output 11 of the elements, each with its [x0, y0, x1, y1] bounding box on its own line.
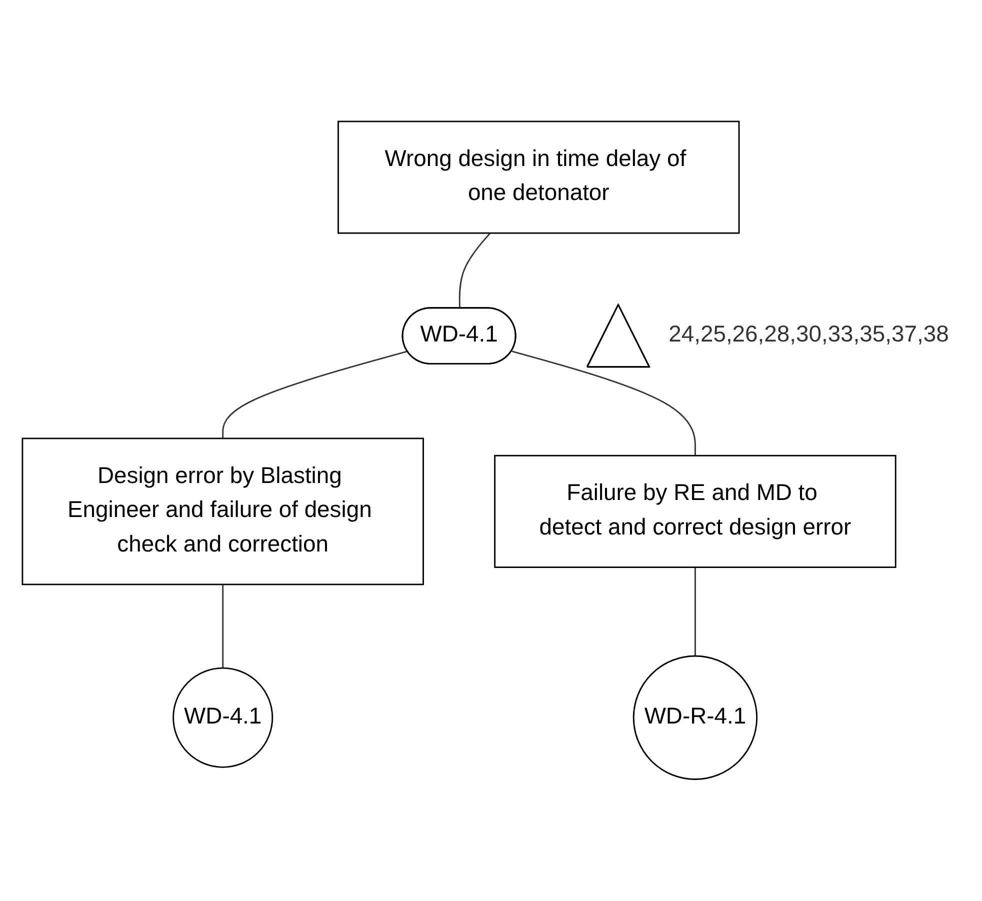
node-box: Wrong design in time delay of one detonator — [338, 120, 740, 234]
connector — [222, 350, 408, 439]
node-box: Failure by RE and MD to detect and correct design error — [494, 455, 896, 568]
node-box: Design error by Blasting Engineer and failure of design check and correction — [22, 438, 424, 586]
connector — [694, 567, 696, 656]
connector — [458, 232, 491, 309]
node-circle: WD-R-4.1 — [632, 655, 758, 780]
connector — [512, 350, 696, 456]
node-label: 24,25,26,28,30,33,35,37,38 — [668, 323, 949, 348]
connector — [222, 584, 224, 668]
node-circle: WD-4.1 — [172, 668, 274, 768]
